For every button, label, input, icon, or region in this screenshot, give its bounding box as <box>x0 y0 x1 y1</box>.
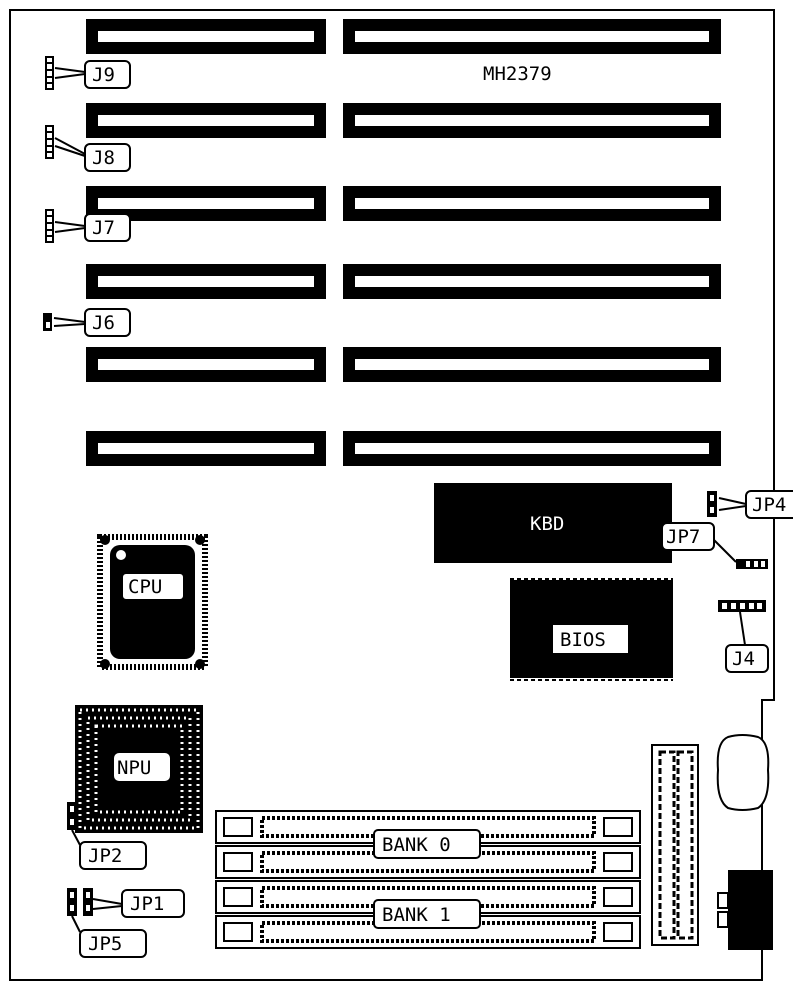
jumper-j6: J6 <box>43 308 131 337</box>
svg-text:CPU: CPU <box>128 576 162 598</box>
svg-text:JP4: JP4 <box>752 494 786 516</box>
jumper-jp7: JP7 <box>661 522 768 569</box>
battery <box>716 734 770 811</box>
jumper-j7: J7 <box>45 209 131 243</box>
board-title: MH2379 <box>483 63 552 85</box>
svg-text:BANK 0: BANK 0 <box>382 834 451 856</box>
svg-text:J6: J6 <box>92 312 115 334</box>
svg-text:JP1: JP1 <box>130 893 164 915</box>
keyboard-connector <box>717 870 773 950</box>
bios-chip: BIOS <box>510 578 673 681</box>
jumper-j8: J8 <box>45 125 131 172</box>
svg-text:BIOS: BIOS <box>560 629 606 651</box>
bank-1-label: BANK 1 <box>373 899 481 929</box>
svg-text:J4: J4 <box>732 648 755 670</box>
jumper-j9: J9 <box>45 56 131 90</box>
svg-text:KBD: KBD <box>530 513 564 535</box>
jumper-jp2: JP2 <box>67 802 147 870</box>
jumper-jp5: JP5 <box>71 915 147 958</box>
svg-text:J9: J9 <box>92 64 115 86</box>
kbd-chip: KBD <box>434 483 672 563</box>
jumper-j4: J4 <box>718 600 769 673</box>
bank-0-label: BANK 0 <box>373 829 481 859</box>
svg-text:NPU: NPU <box>117 757 151 779</box>
power-connector <box>651 744 699 946</box>
svg-text:JP7: JP7 <box>666 526 700 548</box>
cpu-chip: CPU <box>97 534 208 670</box>
jumper-jp4: JP4 <box>707 490 793 519</box>
svg-text:JP2: JP2 <box>88 845 122 867</box>
svg-text:J8: J8 <box>92 147 115 169</box>
expansion-slots <box>86 19 721 466</box>
simm-sockets <box>215 810 641 949</box>
svg-text:JP5: JP5 <box>88 933 122 955</box>
jumper-jp1: JP1 <box>67 888 185 918</box>
npu-chip: NPU <box>75 705 203 833</box>
svg-text:J7: J7 <box>92 217 115 239</box>
svg-text:BANK 1: BANK 1 <box>382 904 451 926</box>
